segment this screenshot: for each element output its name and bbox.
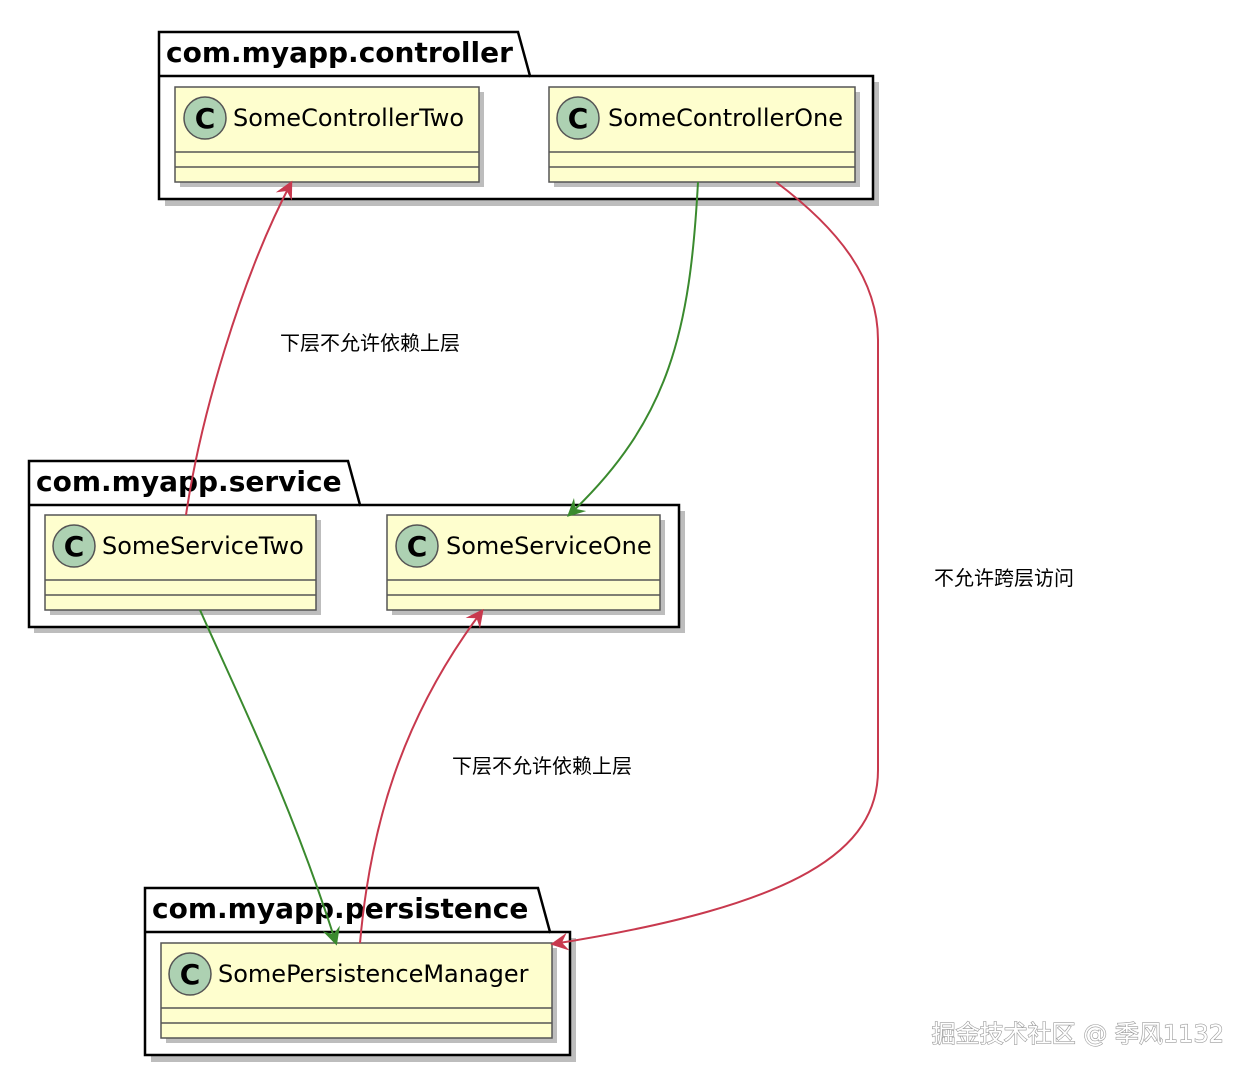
class-glyph: C: [180, 958, 201, 991]
class-some-service-two[interactable]: C SomeServiceTwo: [44, 514, 321, 615]
package-persistence: com.myapp.persistence C SomePersistenceM…: [143, 886, 576, 1062]
class-name-some-controller-two: SomeControllerTwo: [233, 104, 464, 132]
forbidden-arrow-service-two-to-controller-two: [185, 180, 293, 516]
forbidden-arrow-controller-one-to-persistence: [550, 181, 879, 951]
class-some-persistence-manager[interactable]: C SomePersistenceManager: [160, 942, 557, 1043]
class-some-controller-one[interactable]: C SomeControllerOne: [548, 86, 860, 187]
class-glyph: C: [64, 530, 85, 563]
package-controller-name: com.myapp.controller: [166, 36, 513, 69]
class-circle-icon: [183, 96, 227, 140]
class-glyph: C: [568, 102, 589, 135]
class-name-some-service-one: SomeServiceOne: [446, 532, 652, 560]
package-persistence-name: com.myapp.persistence: [152, 892, 528, 925]
class-some-controller-two[interactable]: C SomeControllerTwo: [174, 86, 484, 187]
note-lower-no-depend: 下层不允许依赖上层: [452, 754, 632, 778]
class-circle-icon: [395, 524, 439, 568]
forbidden-arrow-persistence-to-service-one: [359, 608, 484, 944]
class-name-some-service-two: SomeServiceTwo: [102, 532, 304, 560]
note-upper-no-depend: 下层不允许依赖上层: [280, 331, 460, 355]
class-some-service-one[interactable]: C SomeServiceOne: [386, 514, 665, 615]
class-glyph: C: [407, 530, 428, 563]
class-name-some-persistence-manager: SomePersistenceManager: [218, 960, 529, 988]
class-circle-icon: [52, 524, 96, 568]
allowed-arrow-service-two-to-persistence: [199, 609, 340, 946]
allowed-arrow-controller-one-to-service-one: [567, 181, 699, 517]
class-glyph: C: [195, 102, 216, 135]
package-controller: com.myapp.controller C SomeControllerTwo…: [157, 30, 879, 206]
watermark-text: 掘金技术社区 @ 季风1132: [932, 1020, 1224, 1048]
class-name-some-controller-one: SomeControllerOne: [608, 104, 843, 132]
note-no-skip-layer: 不允许跨层访问: [934, 566, 1074, 590]
class-circle-icon: [168, 952, 212, 996]
package-service: com.myapp.service C SomeServiceTwo C Som…: [27, 459, 685, 633]
class-circle-icon: [556, 96, 600, 140]
